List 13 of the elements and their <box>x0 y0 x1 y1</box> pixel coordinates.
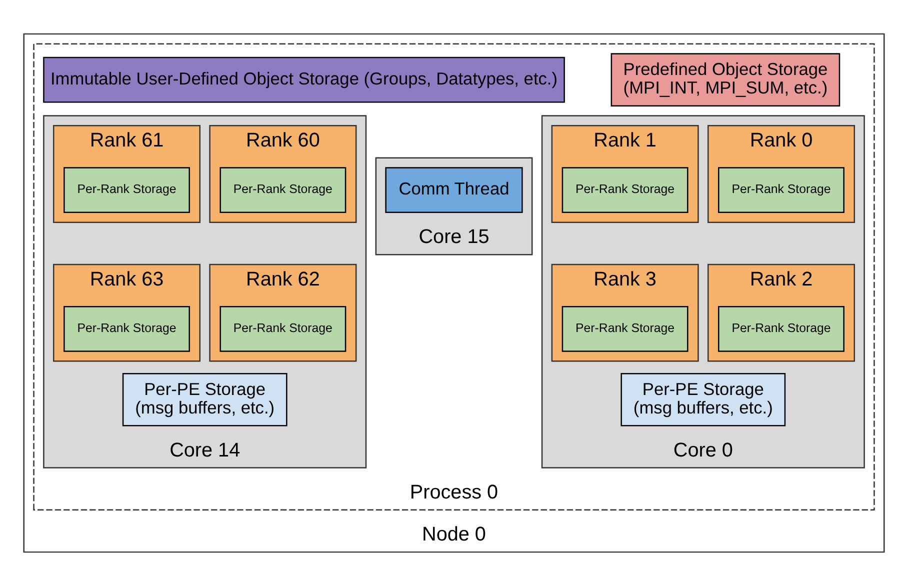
node-box: Per-Rank Storage <box>718 166 844 213</box>
node-box: Predefined Object Storage (MPI_INT, MPI_SUM, etc.) <box>610 52 840 106</box>
node-box: Immutable User-Defined Object Storage (Groups, Datatypes, etc.) <box>42 56 564 102</box>
node-box: Per-Rank Storage <box>63 306 190 352</box>
node-box: Per-PE Storage (msg buffers, etc.) <box>620 372 786 426</box>
node-box: Per-Rank Storage <box>219 166 346 213</box>
node-box: Per-Rank Storage <box>561 306 688 352</box>
node-box: Per-Rank Storage <box>219 306 346 352</box>
node-box: Per-Rank Storage <box>63 166 190 213</box>
node-box: Comm Thread <box>384 166 522 213</box>
node-box: Per-PE Storage (msg buffers, etc.) <box>122 372 287 426</box>
node-box: Per-Rank Storage <box>718 306 844 352</box>
node-box: Per-Rank Storage <box>561 166 688 213</box>
